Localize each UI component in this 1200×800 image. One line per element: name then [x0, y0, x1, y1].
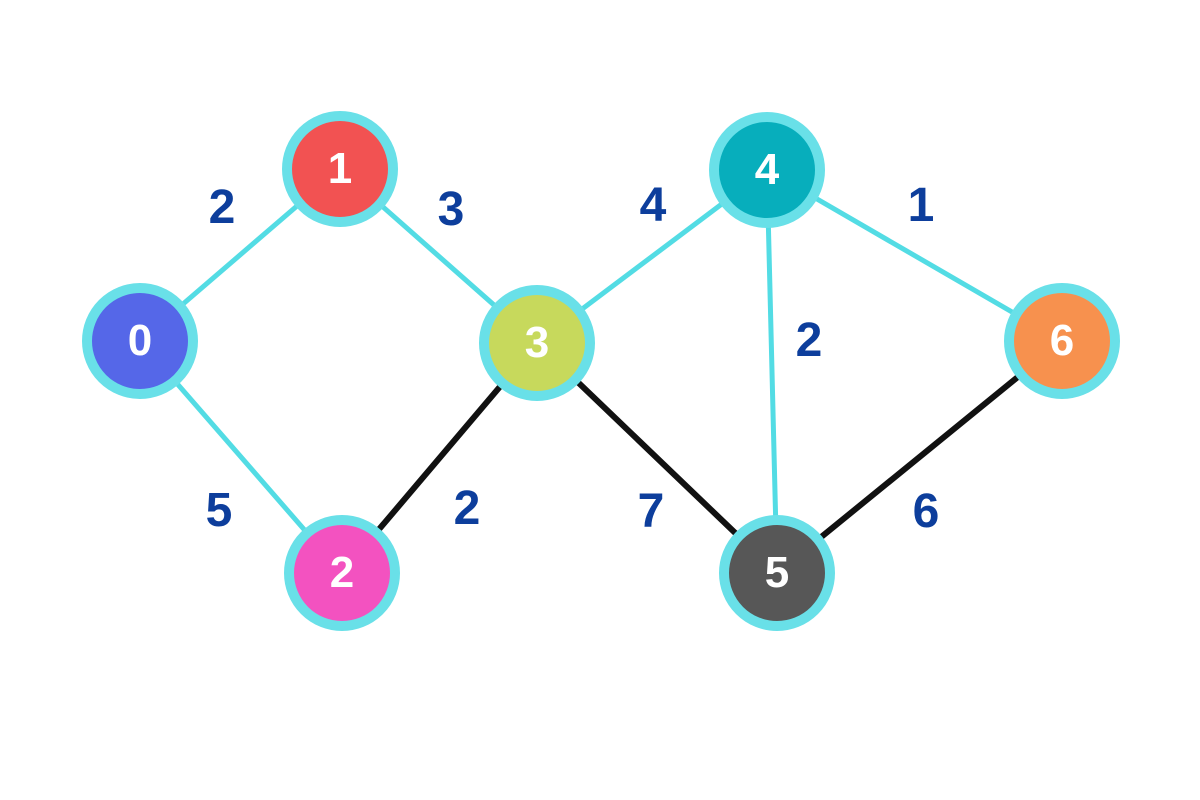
- node-0-label: 0: [127, 316, 153, 365]
- edge-weight-1-3: 3: [437, 183, 465, 236]
- edge-weight-3-5: 7: [637, 485, 665, 538]
- node-2-label: 2: [329, 548, 355, 597]
- node-5: 5: [719, 515, 835, 631]
- node-5-label: 5: [764, 548, 790, 597]
- node-3: 3: [479, 285, 595, 401]
- edge-5-6: [774, 338, 1065, 576]
- node-6-label: 6: [1049, 316, 1075, 365]
- node-3-label: 3: [524, 318, 550, 367]
- node-4: 4: [709, 112, 825, 228]
- edge-4-5: [764, 167, 780, 576]
- edge-weight-4-5: 2: [795, 314, 823, 367]
- node-6: 6: [1004, 283, 1120, 399]
- edge-weight-0-2: 5: [205, 484, 233, 537]
- node-2: 2: [284, 515, 400, 631]
- edge-weight-3-4: 4: [639, 179, 667, 232]
- node-0: 0: [82, 283, 198, 399]
- node-4-label: 4: [754, 145, 780, 194]
- node-1-label: 1: [327, 144, 353, 193]
- edge-weight-5-6: 6: [912, 485, 940, 538]
- edge-weight-2-3: 2: [453, 482, 481, 535]
- edge-weight-0-1: 2: [208, 181, 236, 234]
- node-1: 1: [282, 111, 398, 227]
- edge-weight-4-6: 1: [907, 179, 935, 232]
